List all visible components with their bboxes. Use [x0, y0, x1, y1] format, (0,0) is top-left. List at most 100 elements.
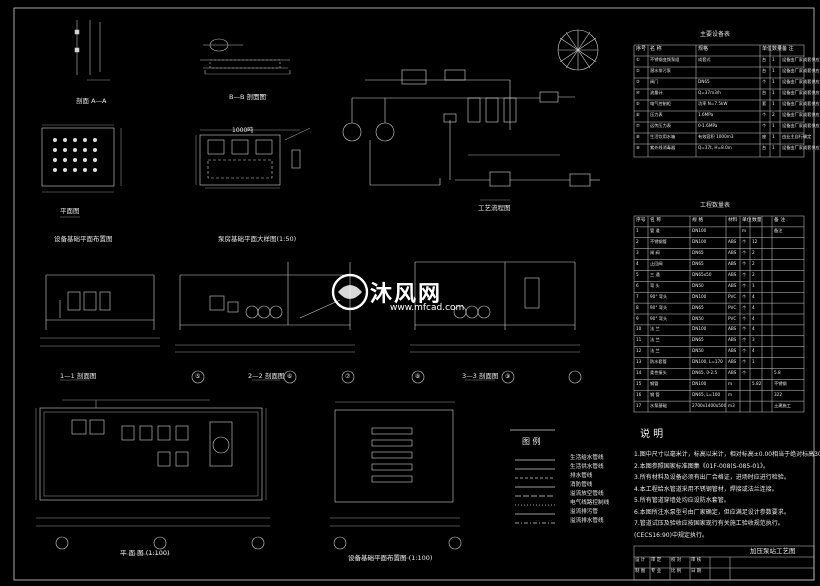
- material-table-cell: m: [742, 228, 747, 234]
- main-table-cell: 1: [772, 90, 775, 95]
- main-table-cell: 1: [772, 68, 775, 73]
- material-table-cell: 90° 弯头: [650, 304, 668, 310]
- material-table-cell: 个: [742, 293, 747, 299]
- material-table-cell: ABS: [728, 337, 737, 343]
- material-table-cell: 土建施工: [774, 402, 791, 408]
- main-table-cell: 成套式: [698, 57, 711, 62]
- material-table-cell: ABS: [728, 359, 737, 365]
- material-table-cell: 4: [752, 304, 755, 310]
- material-table-cell: 4: [752, 293, 755, 299]
- material-table-cell: 4: [752, 348, 755, 354]
- material-table-cell: 管 道: [650, 228, 660, 234]
- equipment-plan-label-top: 设备基础平面布置图: [54, 235, 113, 243]
- drawing-title: 加压泵站工艺图: [750, 547, 796, 555]
- main-table-cell: 1.6MPa: [698, 112, 714, 117]
- material-table-cell: 4: [636, 261, 639, 267]
- material-table-cell: 法 兰: [650, 337, 660, 343]
- north-arrow-symbol: [557, 29, 599, 71]
- main-table-header: 备 注: [782, 46, 794, 52]
- drawing-frame: [13, 7, 815, 581]
- material-table-header: 材料: [728, 218, 738, 223]
- main-table-cell: 有效容积 1000m3: [698, 134, 734, 139]
- note-item: 1.图中尺寸以毫米计，标高以米计，相对标高±0.00相当于绝对标高304.10。: [634, 451, 820, 458]
- main-table-cell: 设备由厂家成套供应: [782, 57, 820, 62]
- main-table-cell: 个: [762, 79, 767, 84]
- section-33-drawing: [410, 261, 580, 381]
- main-table-cell: 压力表: [650, 112, 663, 117]
- main-table-cell: 设备由厂家成套供应: [782, 90, 820, 95]
- main-table-cell: ⑧: [636, 134, 640, 139]
- material-table-cell: ABS: [728, 326, 737, 332]
- material-table-cell: 2: [752, 250, 755, 256]
- main-table-cell: Q=37t, H=8.0m: [698, 145, 732, 150]
- material-table-cell: DN100: [692, 380, 707, 386]
- main-table-cell: 座: [762, 134, 767, 139]
- title-block-cell: 审 定: [651, 558, 662, 563]
- main-table-cell: ①: [636, 57, 640, 62]
- main-table-grid: [633, 44, 805, 158]
- material-table-cell: 个: [742, 326, 747, 332]
- material-table-cell: 个: [742, 271, 747, 277]
- material-table-cell: ABS: [728, 250, 737, 256]
- main-table-cell: 台: [762, 68, 767, 73]
- material-table-cell: 9: [636, 315, 639, 321]
- plan-view-drawing: [35, 399, 270, 555]
- material-table-cell: 个: [742, 239, 747, 245]
- material-table-cell: DN50: [692, 315, 704, 321]
- pump-detail-title: 泵房基础平面大样图: [218, 235, 277, 243]
- material-table-header: 数量: [752, 218, 762, 223]
- legend-item: 溢流排水管线: [570, 518, 604, 524]
- material-table-cell: 16: [636, 391, 642, 397]
- main-table-cell: 阀门: [650, 79, 659, 84]
- main-table-cell: 2: [772, 112, 775, 117]
- material-table-cell: 钢管: [650, 380, 659, 386]
- main-table-cell: 流量计: [650, 90, 663, 95]
- equipment-plan-title: 设备基础平面布置图: [348, 554, 407, 562]
- watermark-brand: 沐风网: [370, 282, 443, 307]
- plan-scale: (1:100): [145, 549, 170, 557]
- material-table-cell: ABS: [728, 271, 737, 277]
- main-table-cell: 由业主自行确定: [782, 134, 812, 139]
- material-table-header: 序号: [636, 218, 646, 223]
- main-table-cell: 1: [772, 79, 775, 84]
- material-table-cell: ABS: [728, 282, 737, 288]
- main-table-header: 序号: [636, 46, 647, 52]
- material-table-cell: 12: [752, 239, 758, 245]
- main-table-cell: 1: [772, 57, 775, 62]
- note-item: 4.本工程给水管道采用不锈钢管材，焊接或法兰连接。: [634, 485, 778, 493]
- main-table-cell: 紫外线消毒器: [650, 145, 676, 150]
- material-table-cell: DN65, 0-2.5: [692, 369, 718, 375]
- material-table-cell: 柔性接头: [650, 369, 667, 375]
- main-table-cell: 台: [762, 57, 767, 62]
- axis-tag-5: ⑤: [195, 373, 201, 380]
- main-table-cell: 设备由厂家成套供应: [782, 123, 820, 128]
- main-table-cell: 1: [772, 123, 775, 128]
- main-table-header: 单位: [762, 46, 773, 52]
- process-flow-diagram: [342, 69, 600, 201]
- material-table-cell: m: [728, 391, 733, 397]
- main-table-cell: ②: [636, 68, 640, 73]
- legend-lines: [510, 429, 555, 524]
- material-table-title: 工程数量表: [700, 202, 731, 209]
- material-table-cell: 2: [636, 239, 639, 245]
- section-bb-label: B—B 剖面图: [229, 93, 266, 101]
- main-table-header: 数量: [772, 46, 783, 52]
- pump-detail-scale: (1:50): [276, 235, 297, 243]
- material-table-cell: 11: [636, 337, 642, 343]
- material-table-cell: 2: [752, 261, 755, 267]
- main-table-cell: 1: [772, 134, 775, 139]
- material-table-cell: 5: [636, 271, 639, 277]
- notes-title: 说 明: [640, 429, 664, 440]
- process-flow-label: 工艺流程图: [478, 204, 511, 212]
- main-table-header: 名 称: [650, 46, 662, 52]
- main-table-cell: 设备由厂家成套供应: [782, 79, 820, 84]
- material-table-cell: m: [728, 380, 733, 386]
- material-table-cell: DN65x50: [692, 271, 712, 277]
- main-table-cell: 套: [762, 101, 767, 106]
- material-table-cell: 12: [636, 348, 642, 354]
- material-table-cell: DN65: [692, 337, 704, 343]
- material-table-cell: 个: [742, 304, 747, 310]
- main-table-cell: 生活饮用水箱: [650, 134, 676, 139]
- main-table-cell: ④: [636, 90, 640, 95]
- plan-view-small-label: 平面图: [60, 207, 80, 215]
